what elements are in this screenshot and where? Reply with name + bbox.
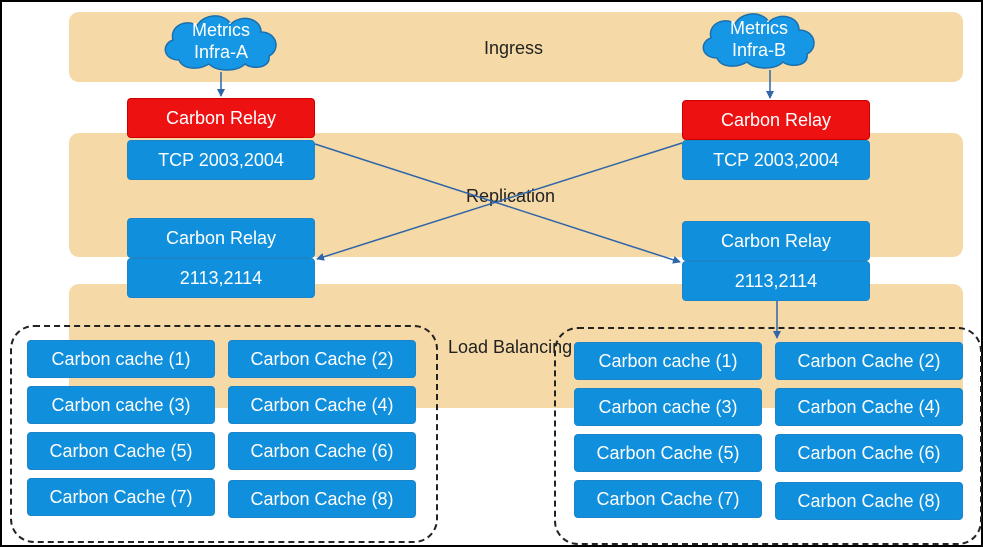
right-cache-5: Carbon Cache (5) — [574, 434, 762, 472]
right-cache-8: Carbon Cache (8) — [775, 482, 963, 520]
right-cache-1: Carbon cache (1) — [574, 342, 762, 380]
left-tcp-ports: TCP 2003,2004 — [127, 140, 315, 180]
left-cache-7: Carbon Cache (7) — [27, 478, 215, 516]
left-cache-group — [10, 325, 438, 543]
source-a-line1: Metrics — [192, 20, 250, 40]
source-b-line2: Infra-B — [731, 40, 787, 60]
right-cache-2: Carbon Cache (2) — [775, 342, 963, 380]
arrow-right-to-left-replica — [316, 142, 683, 261]
left-cache-5: Carbon Cache (5) — [27, 432, 215, 470]
right-cache-7: Carbon Cache (7) — [574, 480, 762, 518]
metrics-source-a: Metrics Infra-A — [157, 10, 285, 72]
ingress-label: Ingress — [484, 38, 544, 58]
source-b-line1: Metrics — [730, 18, 788, 38]
left-cache-3: Carbon cache (3) — [27, 386, 215, 424]
source-a-line2: Infra-A — [193, 42, 249, 62]
arrow-left-to-right-replica — [314, 143, 681, 264]
left-cache-8: Carbon Cache (8) — [228, 480, 416, 518]
cloud-icon — [164, 15, 277, 71]
left-cache-6: Carbon Cache (6) — [228, 432, 416, 470]
left-cache-2: Carbon Cache (2) — [228, 340, 416, 378]
left-cache-4: Carbon Cache (4) — [228, 386, 416, 424]
cloud-icon — [702, 13, 815, 69]
right-cache-3: Carbon cache (3) — [574, 388, 762, 426]
left-cache-1: Carbon cache (1) — [27, 340, 215, 378]
left-relay-ports: 2113,2114 — [127, 258, 315, 298]
right-carbon-relay-ingress: Carbon Relay — [682, 100, 870, 140]
right-relay-ports: 2113,2114 — [682, 261, 870, 301]
load-balancing-label: Load Balancing — [448, 337, 573, 357]
left-carbon-relay-replication: Carbon Relay — [127, 218, 315, 258]
right-cache-6: Carbon Cache (6) — [775, 434, 963, 472]
left-carbon-relay-ingress: Carbon Relay — [127, 98, 315, 138]
right-cache-group — [554, 327, 982, 545]
right-carbon-relay-replication: Carbon Relay — [682, 221, 870, 261]
metrics-source-b: Metrics Infra-B — [695, 8, 823, 70]
right-tcp-ports: TCP 2003,2004 — [682, 140, 870, 180]
right-cache-4: Carbon Cache (4) — [775, 388, 963, 426]
